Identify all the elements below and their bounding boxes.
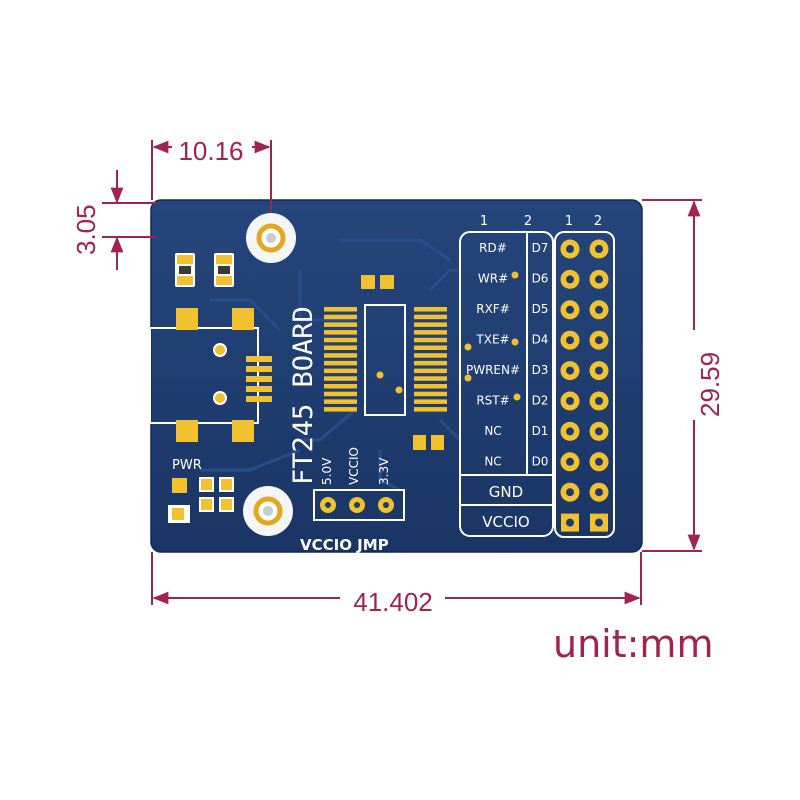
signal-label: RD#	[479, 241, 507, 255]
pin-header	[554, 231, 615, 538]
pwr-label: PWR	[172, 458, 202, 473]
jumper-pin-3v3-label: 3.3V	[377, 457, 391, 485]
signal-label: NC	[484, 424, 501, 438]
mounting-hole-top	[246, 213, 296, 263]
header-pin	[560, 361, 580, 381]
ic-pin	[414, 368, 447, 374]
signal-label-panel: RD# WR# RXF# TXE# PWREN# RST# NC NC D7D6D5D4D3D…	[459, 231, 554, 537]
ic-pin	[414, 337, 447, 343]
width-value: 41.402	[353, 587, 433, 617]
header-col-number-right-1: 1	[565, 214, 573, 229]
header-pin	[589, 482, 609, 502]
ic-pin	[324, 399, 357, 404]
header-pin	[589, 361, 609, 381]
dimension-hole-offset-x: 10.16	[151, 132, 272, 212]
ic-pin	[414, 399, 447, 404]
signal-label: RST#	[476, 394, 509, 408]
data-label: D3	[532, 363, 549, 377]
ic-pin	[414, 345, 447, 350]
ic-pin	[324, 368, 357, 374]
smd-resistor-1	[175, 253, 195, 287]
header-pin	[560, 391, 580, 411]
data-label: D1	[532, 424, 549, 438]
ic-pin	[414, 314, 447, 320]
header-pin	[560, 239, 580, 259]
data-label: D0	[532, 455, 549, 469]
header-pin	[589, 391, 609, 411]
ic-pin	[414, 376, 447, 381]
board-title: FT245 BOARD	[288, 306, 319, 485]
header-pin	[561, 513, 579, 532]
pwr-led-pads	[168, 477, 234, 523]
jumper-label: VCCIO JMP	[300, 536, 389, 554]
signal-label: WR#	[478, 272, 508, 286]
ic-pin	[324, 360, 357, 366]
smd-resistor-2	[214, 253, 234, 287]
ic-pin	[414, 307, 447, 312]
signal-label: TXE#	[475, 333, 509, 347]
header-pin	[560, 300, 580, 320]
header-pin	[589, 452, 609, 472]
ic-pin	[414, 407, 447, 412]
vccio-jumper: 5.0V VCCIO 3.3V VCCIO JMP	[300, 447, 405, 554]
ic-pin	[324, 337, 357, 343]
header-pin	[589, 330, 609, 350]
ic-pin	[414, 360, 447, 366]
hole-offset-y-value: 3.05	[71, 204, 101, 255]
dimension-width: 41.402	[151, 552, 642, 617]
signal-label: NC	[484, 455, 501, 469]
dimension-hole-offset-y: 3.05	[71, 170, 156, 270]
ic-pin	[324, 322, 357, 327]
ic-pin	[324, 384, 357, 389]
header-pin	[560, 421, 580, 441]
unit-label: unit:mm	[553, 622, 714, 666]
main-ic-footprint	[324, 275, 447, 450]
vccio-label: VCCIO	[482, 513, 529, 531]
ic-pin	[324, 376, 357, 381]
signal-label: RXF#	[476, 302, 510, 316]
mounting-hole-bottom	[243, 486, 293, 536]
ic-pin	[414, 322, 447, 327]
header-pin	[590, 513, 608, 532]
signal-label: PWREN#	[466, 363, 520, 377]
ic-pin	[324, 407, 357, 412]
header-pin	[589, 269, 609, 289]
pcb-board: PWR FT245 BOARD 5.0V VCCIO	[149, 199, 643, 554]
ic-pin	[414, 330, 447, 335]
header-pin	[560, 330, 580, 350]
data-label: D6	[532, 272, 549, 286]
ic-pin	[324, 314, 357, 320]
data-label: D5	[532, 302, 549, 316]
height-value: 29.59	[695, 352, 725, 417]
data-label: D7	[532, 241, 549, 255]
header-col-number-right-2: 2	[594, 214, 602, 229]
header-col-number-left-1: 1	[480, 214, 488, 229]
gnd-label: GND	[489, 483, 523, 501]
header-pin	[589, 300, 609, 320]
ic-pin	[414, 384, 447, 389]
data-label: D2	[532, 394, 549, 408]
ic-pin	[324, 307, 357, 312]
data-label: D4	[532, 333, 549, 347]
jumper-pin-vccio-label: VCCIO	[347, 447, 361, 485]
header-pin	[560, 269, 580, 289]
dimension-height: 29.59	[642, 199, 725, 552]
header-pin	[560, 482, 580, 502]
header-pin	[589, 239, 609, 259]
board-traces	[200, 238, 462, 492]
header-pin	[589, 421, 609, 441]
hole-offset-x-value: 10.16	[178, 136, 243, 166]
header-col-number-left-2: 2	[524, 214, 532, 229]
jumper-pin-5v-label: 5.0V	[320, 457, 334, 485]
ic-pin	[324, 391, 357, 397]
header-pin	[560, 452, 580, 472]
ic-pin	[324, 353, 357, 358]
ic-pin	[414, 391, 447, 397]
ic-pin	[414, 353, 447, 358]
usb-connector-footprint	[149, 308, 272, 442]
ic-pin	[324, 330, 357, 335]
ic-pin	[324, 345, 357, 350]
